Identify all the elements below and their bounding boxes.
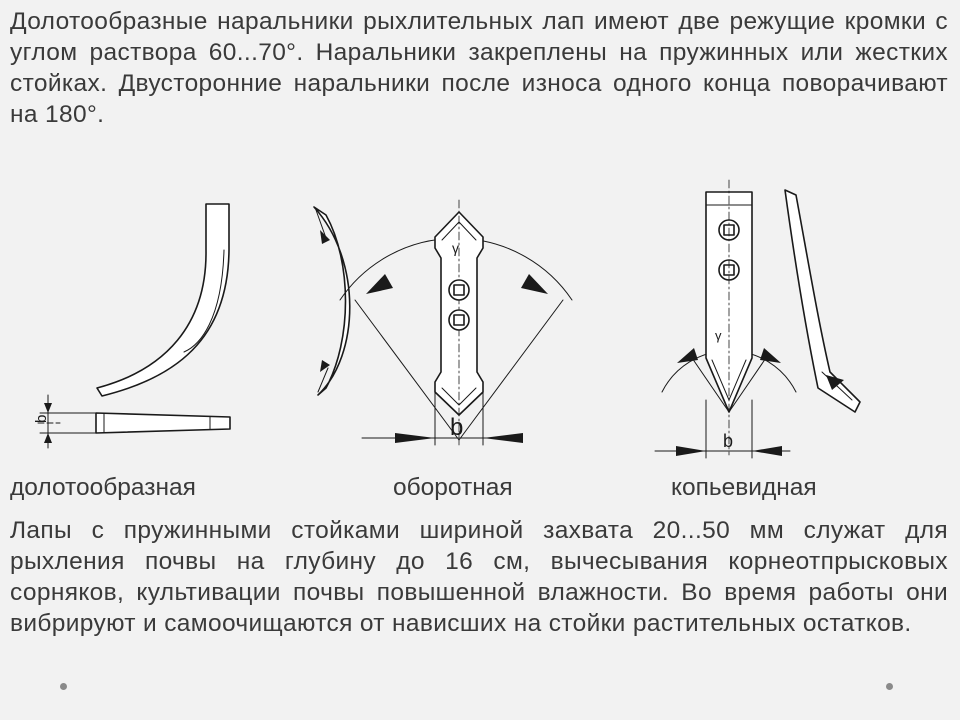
slide-decoration-dot-left [60,683,67,690]
chisel-share-drawing: b [33,203,231,449]
reversible-share-side-drawing [313,206,351,396]
intro-paragraph: Долотообразные наральники рыхлительных л… [10,8,948,128]
slide-decoration-dot-right [886,683,893,690]
caption-lance: копьевидная [671,474,817,501]
reversible-width-label: b [450,414,463,441]
reversible-share-front-drawing: γ b [339,199,573,446]
reversible-angle-label: γ [452,240,459,256]
lance-width-label: b [723,431,733,451]
body-paragraph: Лапы с пружинными стойками шириной захва… [10,517,948,637]
lance-share-front-drawing: γ b [654,179,797,459]
caption-reversible: оборотная [393,474,513,501]
lance-share-side-drawing [784,189,861,413]
chisel-width-label: b [33,415,50,423]
caption-chisel: долотообразная [10,474,196,501]
lance-angle-label: γ [715,328,722,343]
